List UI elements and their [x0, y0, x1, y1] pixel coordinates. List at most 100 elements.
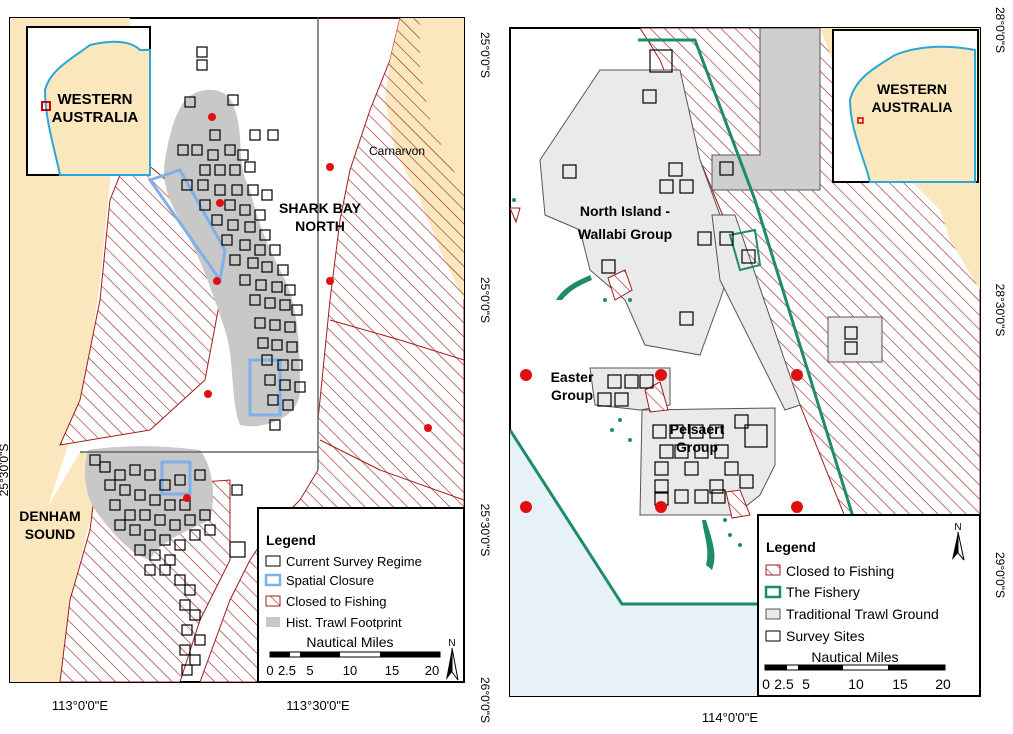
red-dot	[204, 390, 212, 398]
left-scale-tick: 20	[425, 663, 439, 678]
red-dot	[208, 113, 216, 121]
survey-site-square	[174, 474, 186, 486]
right-scale-title: Nautical Miles	[811, 649, 898, 665]
survey-site-square	[286, 341, 298, 353]
survey-site-square	[264, 297, 276, 309]
survey-site-square	[211, 214, 223, 226]
left-survey-sites	[89, 46, 306, 676]
survey-site-square	[239, 274, 251, 286]
svg-text:N: N	[448, 638, 455, 649]
right-survey-sites	[562, 49, 858, 506]
red-dot	[213, 277, 221, 285]
survey-site-square	[214, 184, 226, 196]
right-scale-tick: 2.5	[774, 676, 794, 692]
survey-site-square	[229, 254, 241, 266]
survey-site-square	[719, 161, 734, 176]
right-trawl-ground-ni	[539, 69, 731, 356]
survey-site-square	[642, 89, 657, 104]
red-dot	[655, 501, 667, 513]
survey-site-square	[694, 489, 709, 504]
right-scale-tick: 5	[802, 676, 810, 692]
survey-site-square	[237, 149, 249, 161]
right-inset-label-2: AUSTRALIA	[872, 99, 953, 115]
denham-sound-label-2: SOUND	[25, 526, 76, 542]
survey-site-square	[221, 234, 233, 246]
left-x-label-1: 113°0'0"E	[52, 698, 108, 713]
survey-site-square	[734, 414, 749, 429]
survey-site-square	[674, 489, 689, 504]
survey-site-square	[607, 374, 622, 389]
left-land-east-solid	[420, 18, 464, 190]
survey-site-square	[239, 239, 251, 251]
easter-label-1: Easter	[551, 369, 594, 385]
survey-site-square	[99, 461, 111, 473]
left-legend-title: Legend	[266, 532, 316, 548]
survey-site-square	[709, 479, 724, 494]
survey-site-square	[159, 564, 171, 576]
survey-site-square	[139, 509, 151, 521]
survey-site-square	[184, 514, 196, 526]
survey-site-square	[181, 664, 193, 676]
right-fishery-box	[728, 228, 762, 272]
left-legend: Legend Current Survey Regime Spatial Clo…	[257, 507, 465, 683]
left-land-south-denham	[10, 452, 110, 682]
red-dot	[183, 494, 191, 502]
pelsaert-label-1: Pelsaert	[670, 421, 725, 437]
survey-site-square	[247, 184, 259, 196]
survey-site-square	[224, 199, 236, 211]
north-island-label-2: Wallabi Group	[578, 226, 672, 242]
survey-site-square	[114, 469, 126, 481]
survey-site-square	[119, 484, 131, 496]
survey-site-square	[174, 574, 186, 586]
left-trawl-footprint-north	[164, 89, 300, 427]
right-closed-small-3	[725, 489, 751, 519]
survey-site-square	[129, 464, 141, 476]
survey-site-square	[267, 394, 279, 406]
survey-site-square	[257, 337, 269, 349]
survey-site-square	[269, 419, 281, 431]
survey-site-square	[194, 634, 206, 646]
survey-site-square	[189, 609, 201, 621]
left-inset-map: WESTERN AUSTRALIA	[26, 26, 151, 176]
right-closed-small-2	[644, 381, 669, 413]
survey-site-square	[239, 204, 251, 216]
survey-site-square	[689, 424, 704, 439]
right-legend-title: Legend	[766, 539, 816, 555]
survey-site-square	[231, 484, 243, 496]
survey-site-square	[244, 161, 256, 173]
survey-site-square	[294, 381, 306, 393]
survey-site-square	[264, 374, 276, 386]
survey-site-square	[654, 479, 669, 494]
right-y-label-3: 29°0'0"S	[993, 552, 1007, 598]
carnarvon-label: Carnarvon	[369, 144, 425, 158]
survey-site-square	[144, 469, 156, 481]
right-fishery-boundary	[510, 38, 883, 606]
survey-site-square	[679, 311, 694, 326]
survey-site-square	[597, 392, 612, 407]
right-scale-tick: 0	[762, 676, 770, 692]
survey-site-square	[181, 179, 193, 191]
right-legend: Legend Closed to Fishing The Fishery Tra…	[757, 514, 981, 697]
survey-site-square	[261, 261, 273, 273]
right-scale-tick: 15	[892, 676, 908, 692]
red-dot	[520, 369, 532, 381]
survey-site-square	[174, 539, 186, 551]
survey-site-square	[652, 424, 667, 439]
survey-site-square	[231, 184, 243, 196]
survey-site-square	[844, 326, 858, 340]
survey-site-square	[224, 144, 236, 156]
survey-site-square	[741, 249, 756, 264]
legend-item-trawl-footprint: Hist. Trawl Footprint	[286, 615, 402, 630]
easter-label-2: Group	[551, 387, 593, 403]
survey-site-square	[89, 454, 101, 466]
left-y-label-5: 26°0'0"S	[478, 677, 492, 723]
survey-site-square	[134, 544, 146, 556]
red-dot	[424, 424, 432, 432]
left-spatial-closure-1	[147, 168, 227, 284]
survey-site-square	[659, 444, 674, 459]
left-x-label-2: 113°30'0"E	[286, 698, 350, 713]
left-scale-tick: 10	[343, 663, 357, 678]
survey-site-square	[254, 209, 266, 221]
survey-site-square	[284, 284, 296, 296]
